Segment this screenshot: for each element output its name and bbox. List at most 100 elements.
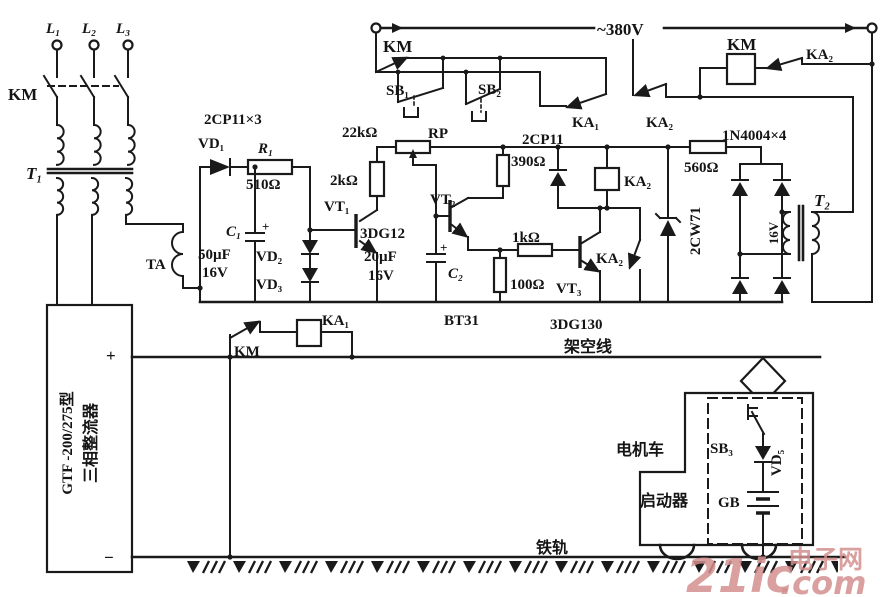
- starter-dashed-box: [707, 397, 803, 545]
- label-gtf-line2: 三相整流器: [81, 402, 100, 483]
- label-vt1: VT₁: [324, 199, 349, 215]
- label-vt1-type: 3DG12: [360, 226, 405, 242]
- km-contactor-coil: [725, 52, 757, 86]
- sb2-button[interactable]: [464, 87, 502, 106]
- label-2cw71: 2CW71: [688, 207, 704, 255]
- label-vd4: 2CP11: [522, 132, 564, 148]
- label-c1-volt: 16V: [202, 265, 228, 281]
- zener-2cw71: [654, 146, 682, 224]
- label-16v: 16V: [766, 221, 781, 244]
- label-diode-array: 2CP11×3: [204, 112, 262, 128]
- vd1-diode: [210, 159, 230, 175]
- label-rp: RP: [428, 126, 448, 142]
- label-1n4004: 1N4004×4: [722, 128, 787, 144]
- label-vt2-type: BT31: [444, 313, 479, 329]
- label-rp-value: 22kΩ: [342, 125, 377, 141]
- line-section: [130, 318, 847, 579]
- c2-capacitor: [426, 253, 446, 303]
- label-vt3: VT₃: [556, 281, 582, 297]
- label-ka1-contact: KA₁: [572, 115, 599, 131]
- label-l1: L₁: [45, 21, 60, 37]
- ka1-contact[interactable]: [565, 92, 608, 110]
- bias-amplifier: [198, 139, 784, 304]
- sb1-button[interactable]: [396, 86, 445, 104]
- r-390-resistor: [495, 153, 511, 188]
- label-km-coil: KM: [727, 35, 756, 54]
- label-vd5: VD₅: [769, 449, 785, 476]
- wheel-left: [658, 543, 696, 561]
- label-c1-value: 50µF: [198, 247, 231, 263]
- label-ka2-vt3: KA₂: [596, 251, 624, 267]
- label-gtf-minus: −: [104, 548, 114, 567]
- label-overhead-line: 架空线: [563, 337, 612, 356]
- relay-power-supply: [688, 139, 873, 303]
- sb3-bracket: [747, 404, 758, 420]
- control-ladder: [370, 22, 878, 303]
- km-bottom-contact[interactable]: [228, 320, 261, 340]
- r-560-resistor: [688, 139, 728, 155]
- ka2-contact-mid[interactable]: [633, 82, 668, 98]
- label-ka1-coil: KA₁: [322, 313, 349, 329]
- label-rail: 铁轨: [536, 538, 568, 557]
- km-aux-contact[interactable]: [374, 56, 409, 74]
- label-gb: GB: [718, 495, 740, 511]
- gb-battery: [747, 491, 779, 507]
- label-gtf-plus: +: [106, 346, 116, 365]
- label-t2: T₂: [814, 191, 830, 210]
- ka1-relay-coil: [295, 318, 323, 348]
- vd4-diode: [549, 146, 567, 171]
- vd3-diode: [302, 268, 318, 282]
- junction-dots: [197, 55, 875, 560]
- watermark-cn: 电子网: [788, 545, 863, 574]
- ka2-relay-coil: [593, 166, 621, 192]
- label-vd1: VD₁: [198, 136, 224, 152]
- label-380v: ~380V: [597, 20, 644, 39]
- watermark-com: .com: [780, 564, 866, 597]
- label-km-aux: KM: [383, 37, 412, 56]
- t1-transformer-symbol: [46, 123, 184, 306]
- three-phase-input: [42, 39, 134, 126]
- watermark: 21ic 电子网 .com: [686, 545, 866, 597]
- label-ta: TA: [146, 257, 166, 273]
- label-l3: L₃: [115, 21, 130, 37]
- r-2k-resistor: [368, 160, 386, 198]
- label-locomotive: 电机车: [616, 440, 664, 459]
- vd2-diode: [302, 240, 318, 254]
- locomotive: [638, 391, 815, 561]
- label-r100: 100Ω: [510, 277, 545, 293]
- r-100-resistor: [492, 256, 508, 294]
- label-r1k: 1kΩ: [512, 230, 540, 246]
- sb3-switch[interactable]: [750, 410, 766, 436]
- wheel-right: [740, 543, 778, 561]
- label-ka2-contact: KA₂: [646, 115, 674, 131]
- label-km-main: KM: [8, 85, 37, 104]
- label-c1: C₁: [226, 224, 241, 240]
- ka2-contact-vt3[interactable]: [627, 238, 642, 270]
- label-vd3: VD₃: [256, 277, 283, 293]
- gtf-rectifier-box: [45, 303, 134, 574]
- label-c2: C₂: [448, 266, 463, 282]
- label-sb2: SB₂: [478, 82, 501, 98]
- label-r1-value: 510Ω: [246, 177, 281, 193]
- label-t1: T₁: [26, 164, 42, 183]
- ground-hatching: [186, 559, 838, 579]
- label-vt2: VT₂: [430, 192, 456, 208]
- ka2-contact-top[interactable]: [765, 56, 804, 72]
- label-l2: L₂: [81, 21, 96, 37]
- t2-secondary-winding: [782, 210, 792, 256]
- label-c1-plus: +: [262, 219, 269, 234]
- label-r2k: 2kΩ: [330, 173, 358, 189]
- label-r560: 560Ω: [684, 160, 719, 176]
- label-starter: 启动器: [640, 491, 689, 510]
- label-gtf-line1: GTF -200/275型: [58, 391, 76, 494]
- label-c2-value: 20µF: [364, 249, 397, 265]
- label-km-bottom: KM: [234, 344, 260, 360]
- t2-primary-winding: [810, 210, 820, 256]
- label-c2-volt: 16V: [368, 268, 394, 284]
- c1-capacitor: [245, 166, 265, 303]
- label-sb1: SB₁: [386, 83, 409, 99]
- label-c2-plus: +: [440, 240, 447, 255]
- locomotive-body: [638, 391, 815, 547]
